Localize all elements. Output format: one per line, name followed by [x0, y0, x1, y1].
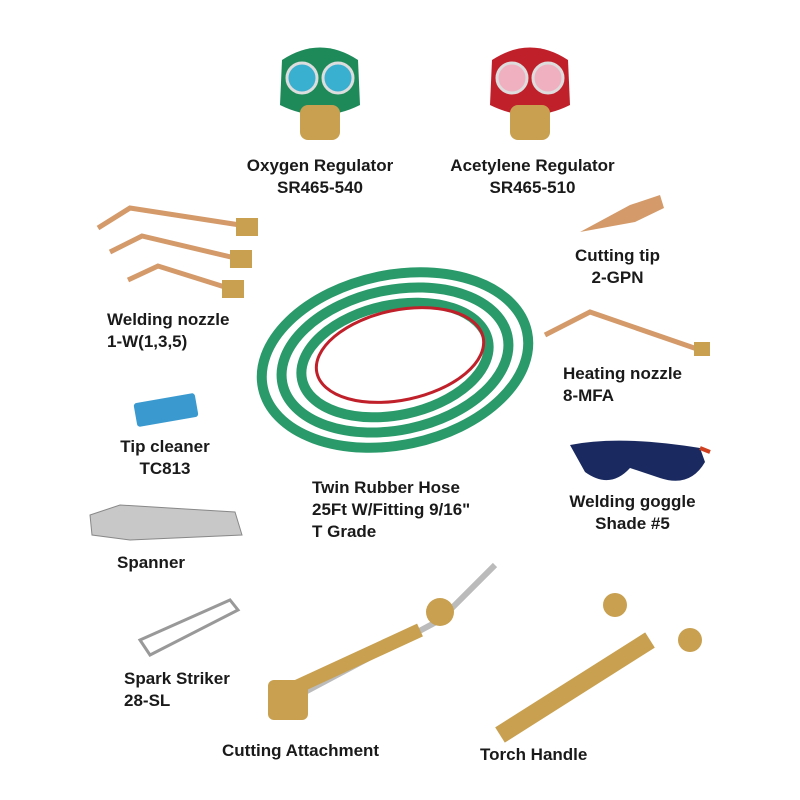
- cutting-tip-image: [580, 195, 664, 232]
- cutting-tip-label: Cutting tip 2-GPN: [565, 245, 670, 289]
- part-code: Shade #5: [595, 514, 670, 533]
- part-code: TC813: [139, 459, 191, 478]
- part-code: SR465-540: [276, 178, 363, 197]
- cutting-attachment-label: Cutting Attachment: [222, 740, 379, 762]
- torch-handle-label: Torch Handle: [480, 744, 587, 766]
- welding-goggle-image: [570, 440, 711, 481]
- spark-striker-image: [137, 598, 241, 657]
- part-name: Cutting tip: [575, 246, 660, 265]
- welding-nozzles-image: [96, 205, 241, 291]
- torch-handle-image: [495, 593, 702, 743]
- oxygen-regulator-image: [280, 47, 360, 140]
- part-name: Spark Striker: [124, 669, 230, 688]
- part-code: 2-GPN: [591, 268, 644, 287]
- tip-cleaner-image: [133, 393, 199, 427]
- spanner-image: [89, 504, 243, 541]
- part-name: Heating nozzle: [563, 364, 683, 383]
- part-name: Spanner: [117, 553, 186, 572]
- spanner-label: Spanner: [117, 552, 185, 574]
- cutting-attachment-image: [268, 562, 498, 720]
- part-name: Tip cleaner: [120, 437, 210, 456]
- part-code: 28-SL: [124, 691, 171, 710]
- heating-nozzle-image: [543, 309, 701, 353]
- part-name: Twin Rubber Hose: [312, 478, 460, 497]
- hose-label: Twin Rubber Hose 25Ft W/Fitting 9/16" T Gr…: [312, 477, 470, 543]
- part-code: 8-MFA: [563, 386, 614, 405]
- part-name: Cutting Attachment: [222, 741, 380, 760]
- spark-striker-label: Spark Striker 28-SL: [124, 668, 230, 712]
- part-code: 25Ft W/Fitting 9/16": [312, 500, 471, 519]
- twin-hose-image: [256, 267, 534, 453]
- part-name: Oxygen Regulator: [246, 156, 394, 175]
- part-name: Torch Handle: [480, 745, 588, 764]
- acetylene-regulator-image: [490, 47, 570, 140]
- part-grade: T Grade: [312, 522, 377, 541]
- part-code: SR465-510: [489, 178, 576, 197]
- welding-nozzle-label: Welding nozzle 1-W(1,3,5): [107, 309, 229, 353]
- part-code: 1-W(1,3,5): [107, 332, 188, 351]
- part-name: Acetylene Regulator: [450, 156, 615, 175]
- part-name: Welding nozzle: [107, 310, 230, 329]
- heating-nozzle-label: Heating nozzle 8-MFA: [563, 363, 682, 407]
- part-name: Welding goggle: [569, 492, 696, 511]
